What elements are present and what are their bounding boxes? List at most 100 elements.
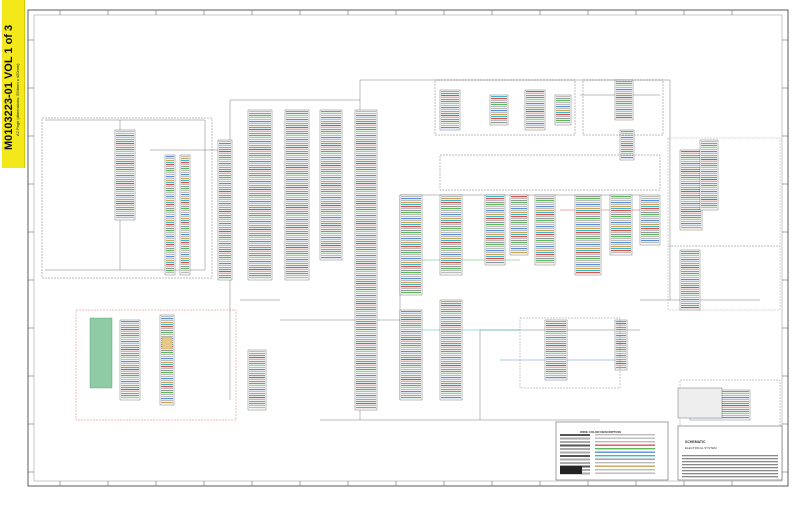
- connector-pin-row: [286, 175, 308, 177]
- connector-pin-row: [249, 251, 271, 253]
- connector-pin-row: [249, 187, 271, 189]
- connector-pin-row: [166, 252, 174, 254]
- connector-pin-row: [356, 239, 376, 241]
- circuit-region: [582, 79, 664, 136]
- connector-pin-row: [181, 234, 189, 236]
- connector-pin-row: [249, 111, 271, 113]
- connector-pin-row: [321, 207, 341, 209]
- connector-pin-row: [181, 252, 189, 254]
- connector-pin-row: [356, 389, 376, 391]
- connector-pin-row: [536, 214, 554, 216]
- connector-pin-row: [219, 251, 231, 253]
- connector-pin-row: [166, 162, 174, 164]
- connector-pin-row: [166, 208, 174, 210]
- connector-pin-row: [249, 389, 265, 391]
- connector-pin-row: [249, 201, 271, 203]
- connector-pin-row: [166, 206, 174, 208]
- connector-pin-row: [401, 393, 421, 395]
- connector-pin-row: [641, 214, 659, 216]
- connector-pin-row: [181, 270, 189, 272]
- connector-pin-row: [356, 233, 376, 235]
- connector-pin-row: [701, 147, 717, 149]
- connector-pin-row: [546, 369, 566, 371]
- connector-pin-row: [356, 149, 376, 151]
- connector-pin-row: [441, 256, 461, 258]
- connector-pin-row: [491, 114, 507, 116]
- connector-pin-row: [286, 157, 308, 159]
- connector-pin-row: [576, 222, 600, 224]
- connector-pin-row: [576, 262, 600, 264]
- connector-pin-row: [249, 231, 271, 233]
- connector-pin-row: [401, 242, 421, 244]
- connector-pin-row: [576, 218, 600, 220]
- connector-pin-row: [546, 355, 566, 357]
- connector-pin-row: [321, 167, 341, 169]
- connector-pin-row: [681, 299, 699, 301]
- connector-pin-row: [161, 380, 173, 382]
- connector-pin-row: [536, 234, 554, 236]
- connector-pin-row: [401, 254, 421, 256]
- connector-pin-row: [546, 331, 566, 333]
- connector-pin-row: [441, 198, 461, 200]
- connector-pin-row: [356, 339, 376, 341]
- connector-pin-row: [401, 222, 421, 224]
- connector-pin-row: [356, 189, 376, 191]
- connector-pin-row: [641, 224, 659, 226]
- connector-pin-row: [546, 339, 566, 341]
- connector-pin-row: [121, 385, 139, 387]
- connector-pin-row: [546, 353, 566, 355]
- connector-pin-row: [286, 171, 308, 173]
- connector-pin-row: [441, 311, 461, 313]
- connector-pin-row: [616, 113, 632, 115]
- connector-pin-row: [441, 365, 461, 367]
- connector-pin-row: [616, 367, 626, 369]
- connector-pin-row: [219, 197, 231, 199]
- connector-block: [179, 154, 191, 276]
- connector-pin-row: [321, 131, 341, 133]
- connector-pin-row: [181, 200, 189, 202]
- connector-pin-row: [249, 259, 271, 261]
- connector-pin-row: [286, 257, 308, 259]
- connector-pin-row: [356, 267, 376, 269]
- connector-pin-row: [401, 367, 421, 369]
- connector-pin-row: [641, 220, 659, 222]
- connector-pin-row: [616, 335, 626, 337]
- connector-pin-row: [681, 289, 699, 291]
- connector-pin-row: [181, 222, 189, 224]
- connector-pin-row: [681, 277, 699, 279]
- connector-pin-row: [356, 175, 376, 177]
- connector-pin-row: [356, 129, 376, 131]
- connector-pin-row: [286, 185, 308, 187]
- connector-pin-row: [161, 320, 173, 322]
- connector-pin-row: [286, 119, 308, 121]
- connector-pin-row: [401, 262, 421, 264]
- connector-pin-row: [181, 182, 189, 184]
- connector-pin-row: [286, 265, 308, 267]
- connector-pin-row: [356, 127, 376, 129]
- connector-pin-row: [441, 353, 461, 355]
- circuit-region: [439, 154, 661, 191]
- connector-pin-row: [356, 217, 376, 219]
- connector-pin-row: [356, 257, 376, 259]
- connector-pin-row: [486, 234, 504, 236]
- connector-pin-row: [219, 205, 231, 207]
- connector-pin-row: [249, 163, 271, 165]
- connector-pin-row: [681, 253, 699, 255]
- connector-pin-row: [576, 210, 600, 212]
- connector-pin-row: [681, 205, 701, 207]
- connector-pin-row: [536, 238, 554, 240]
- connector-pin-row: [526, 99, 544, 101]
- connector-pin-row: [249, 149, 271, 151]
- connector-pin-row: [356, 135, 376, 137]
- connector-pin-row: [701, 177, 717, 179]
- connector-pin-row: [511, 220, 527, 222]
- connector-pin-row: [321, 151, 341, 153]
- connector-pin-row: [526, 105, 544, 107]
- connector-pin-row: [526, 115, 544, 117]
- connector-pin-row: [321, 213, 341, 215]
- connector-pin-row: [286, 259, 308, 261]
- connector-pin-row: [249, 261, 271, 263]
- connector-pin-row: [681, 181, 701, 183]
- connector-pin-row: [161, 400, 173, 402]
- connector-pin-row: [116, 185, 134, 187]
